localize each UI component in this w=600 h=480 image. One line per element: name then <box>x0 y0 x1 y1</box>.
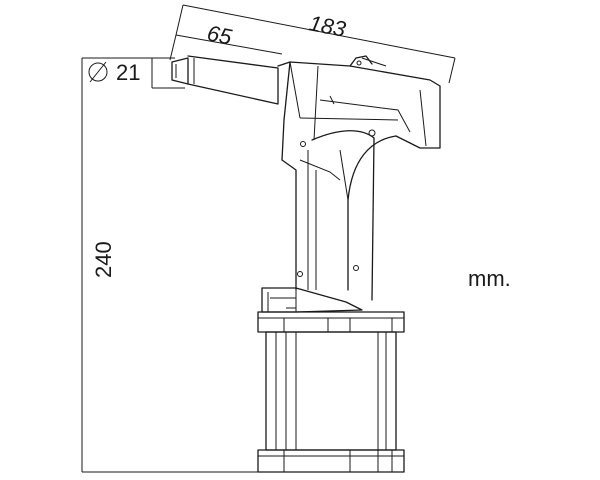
unit-label: mm. <box>468 266 511 291</box>
tool-head <box>277 55 441 161</box>
dimension-nose-length: 65 <box>169 20 283 61</box>
rivet-tool-outline <box>171 55 441 473</box>
tool-base-cap <box>261 287 363 313</box>
tool-cylinder <box>257 307 405 473</box>
tool-nose <box>171 55 279 105</box>
dimension-nose-diameter: 21 <box>82 57 185 89</box>
tool-handle <box>281 129 397 301</box>
dimension-height: 240 <box>81 58 262 473</box>
height-label: 240 <box>91 241 116 278</box>
nose-length-label: 65 <box>205 20 235 49</box>
nose-diameter-label: 21 <box>116 60 140 85</box>
diameter-symbol-icon <box>88 61 108 83</box>
overall-length-label: 183 <box>307 10 349 42</box>
